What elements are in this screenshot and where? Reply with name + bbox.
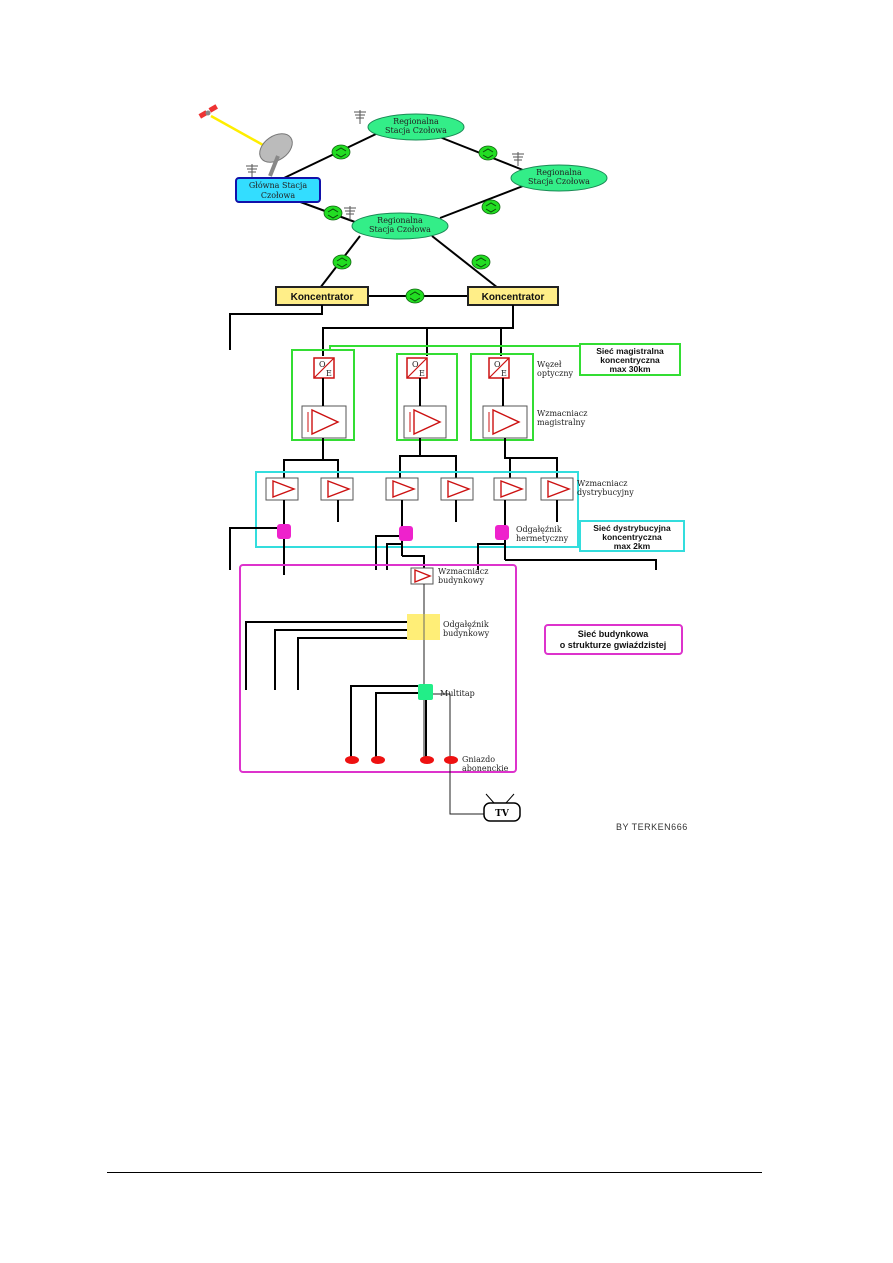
building-section: [239, 564, 517, 773]
optical-node-e: E: [326, 369, 332, 378]
trunk-network-box: Sieć magistralna koncentryczna max 30km: [579, 343, 681, 376]
distribution-network-subtitle: koncentryczna: [602, 532, 662, 542]
hermetic-tap-label: Odgałęźnik: [516, 525, 562, 534]
link-icon: [323, 205, 343, 221]
concentrator-label: Koncentrator: [291, 292, 354, 303]
distribution-amplifier: [540, 477, 574, 501]
trunk-feed-wires: [229, 305, 514, 356]
building-network-box: Sieć budynkowa o strukturze gwiaździstej: [544, 624, 683, 655]
distribution-amplifier: [385, 477, 419, 501]
distribution-amplifier: [320, 477, 354, 501]
page-footer-rule: [107, 1172, 762, 1173]
satellite-icon: [198, 104, 264, 147]
multitap-label: Multitap: [440, 689, 475, 698]
link-icon: [405, 288, 425, 304]
concentrator-label: Koncentrator: [482, 292, 545, 303]
regional-headend-label: Regionalna: [393, 117, 439, 126]
regional-headend-top: Regionalna Stacja Czołowa: [367, 113, 465, 141]
building-amplifier-label: Wzmacniacz: [438, 567, 488, 576]
regional-headend-label: Regionalna: [536, 168, 582, 177]
trunk-network-range: max 30km: [609, 364, 651, 374]
regional-headend-bottom: Regionalna Stacja Czołowa: [351, 212, 449, 240]
concentrator-right: Koncentrator: [467, 286, 559, 306]
distribution-section: [255, 471, 579, 548]
antenna-icon: [245, 163, 259, 179]
main-headend-label: Główna Stacja: [249, 181, 308, 190]
optical-node-1: O E: [313, 357, 335, 379]
trunk-internal-wires: [322, 378, 504, 406]
optical-node-e: E: [501, 369, 507, 378]
optical-node-o: O: [494, 360, 501, 369]
regional-headend-right: Regionalna Stacja Czołowa: [510, 164, 608, 192]
trunk-amplifier-label: Wzmacniacz: [537, 409, 587, 418]
building-amplifier: [410, 567, 434, 585]
subscriber-outlet-label: Gniazdo: [462, 755, 495, 764]
regional-headend-label: Stacja Czołowa: [369, 225, 431, 234]
link-icon: [332, 254, 352, 270]
link-icon: [481, 199, 501, 215]
hermetic-tap: [399, 526, 413, 541]
link-icon: [331, 144, 351, 160]
distribution-network-box: Sieć dystrybucyjna koncentryczna max 2km: [579, 520, 685, 552]
distribution-amplifier: [440, 477, 474, 501]
main-headend-label: Czołowa: [261, 191, 295, 200]
optical-node-label: Węzeł: [537, 360, 562, 369]
distribution-amplifier: [493, 477, 527, 501]
regional-headend-label: Regionalna: [377, 216, 423, 225]
subscriber-outlet: [420, 756, 434, 764]
tv-label: TV: [495, 809, 510, 819]
distribution-amplifier-label: dystrybucyjny: [577, 488, 634, 497]
optical-node-e: E: [419, 369, 425, 378]
link-icon: [471, 254, 491, 270]
tv-icon: TV: [483, 793, 521, 822]
subscriber-outlet: [371, 756, 385, 764]
trunk-amplifier-3: [482, 405, 528, 439]
hermetic-tap: [277, 524, 291, 539]
antenna-icon: [353, 109, 367, 125]
distribution-amplifiers: [265, 477, 574, 501]
main-headend-node: Główna Stacja Czołowa: [235, 177, 321, 203]
trunk-amplifier-1: [301, 405, 347, 439]
regional-headend-label: Stacja Czołowa: [385, 126, 447, 135]
building-tap-label: Odgałęźnik: [443, 620, 489, 629]
optical-node-o: O: [412, 360, 419, 369]
subscriber-outlet: [444, 756, 458, 764]
concentrator-left: Koncentrator: [275, 286, 369, 306]
building-network-title: Sieć budynkowa: [578, 629, 650, 639]
trunk-network-title: Sieć magistralna: [596, 346, 664, 356]
building-amplifier-label: budynkowy: [438, 576, 485, 585]
subscriber-outlet-label: abonenckie: [462, 764, 509, 773]
building-tap-label: budynkowy: [443, 629, 490, 638]
optical-node-2: O E: [406, 357, 428, 379]
hermetic-tap-label: hermetyczny: [516, 534, 569, 543]
trunk-amplifier-2: [403, 405, 447, 439]
trunk-amplifier-label: magistralny: [537, 418, 586, 427]
distribution-network-title: Sieć dystrybucyjna: [593, 523, 671, 533]
satellite-dish-icon: [259, 133, 293, 177]
regional-headend-label: Stacja Czołowa: [528, 177, 590, 186]
optical-node-label: optyczny: [537, 369, 574, 378]
building-network-subtitle: o strukturze gwiaździstej: [560, 640, 667, 650]
trunk-network-subtitle: koncentryczna: [600, 355, 660, 365]
distribution-amplifier: [265, 477, 299, 501]
link-icon: [478, 145, 498, 161]
subscriber-outlet: [345, 756, 359, 764]
antenna-icon: [511, 151, 525, 167]
building-wires: [245, 584, 484, 815]
hermetic-tap: [495, 525, 509, 540]
author-credit: BY TERKEN666: [616, 822, 688, 832]
distribution-network-range: max 2km: [614, 541, 651, 551]
multitap: [418, 684, 433, 700]
optical-node-o: O: [319, 360, 326, 369]
distribution-amplifier-label: Wzmacniacz: [577, 479, 627, 488]
optical-node-3: O E: [488, 357, 510, 379]
